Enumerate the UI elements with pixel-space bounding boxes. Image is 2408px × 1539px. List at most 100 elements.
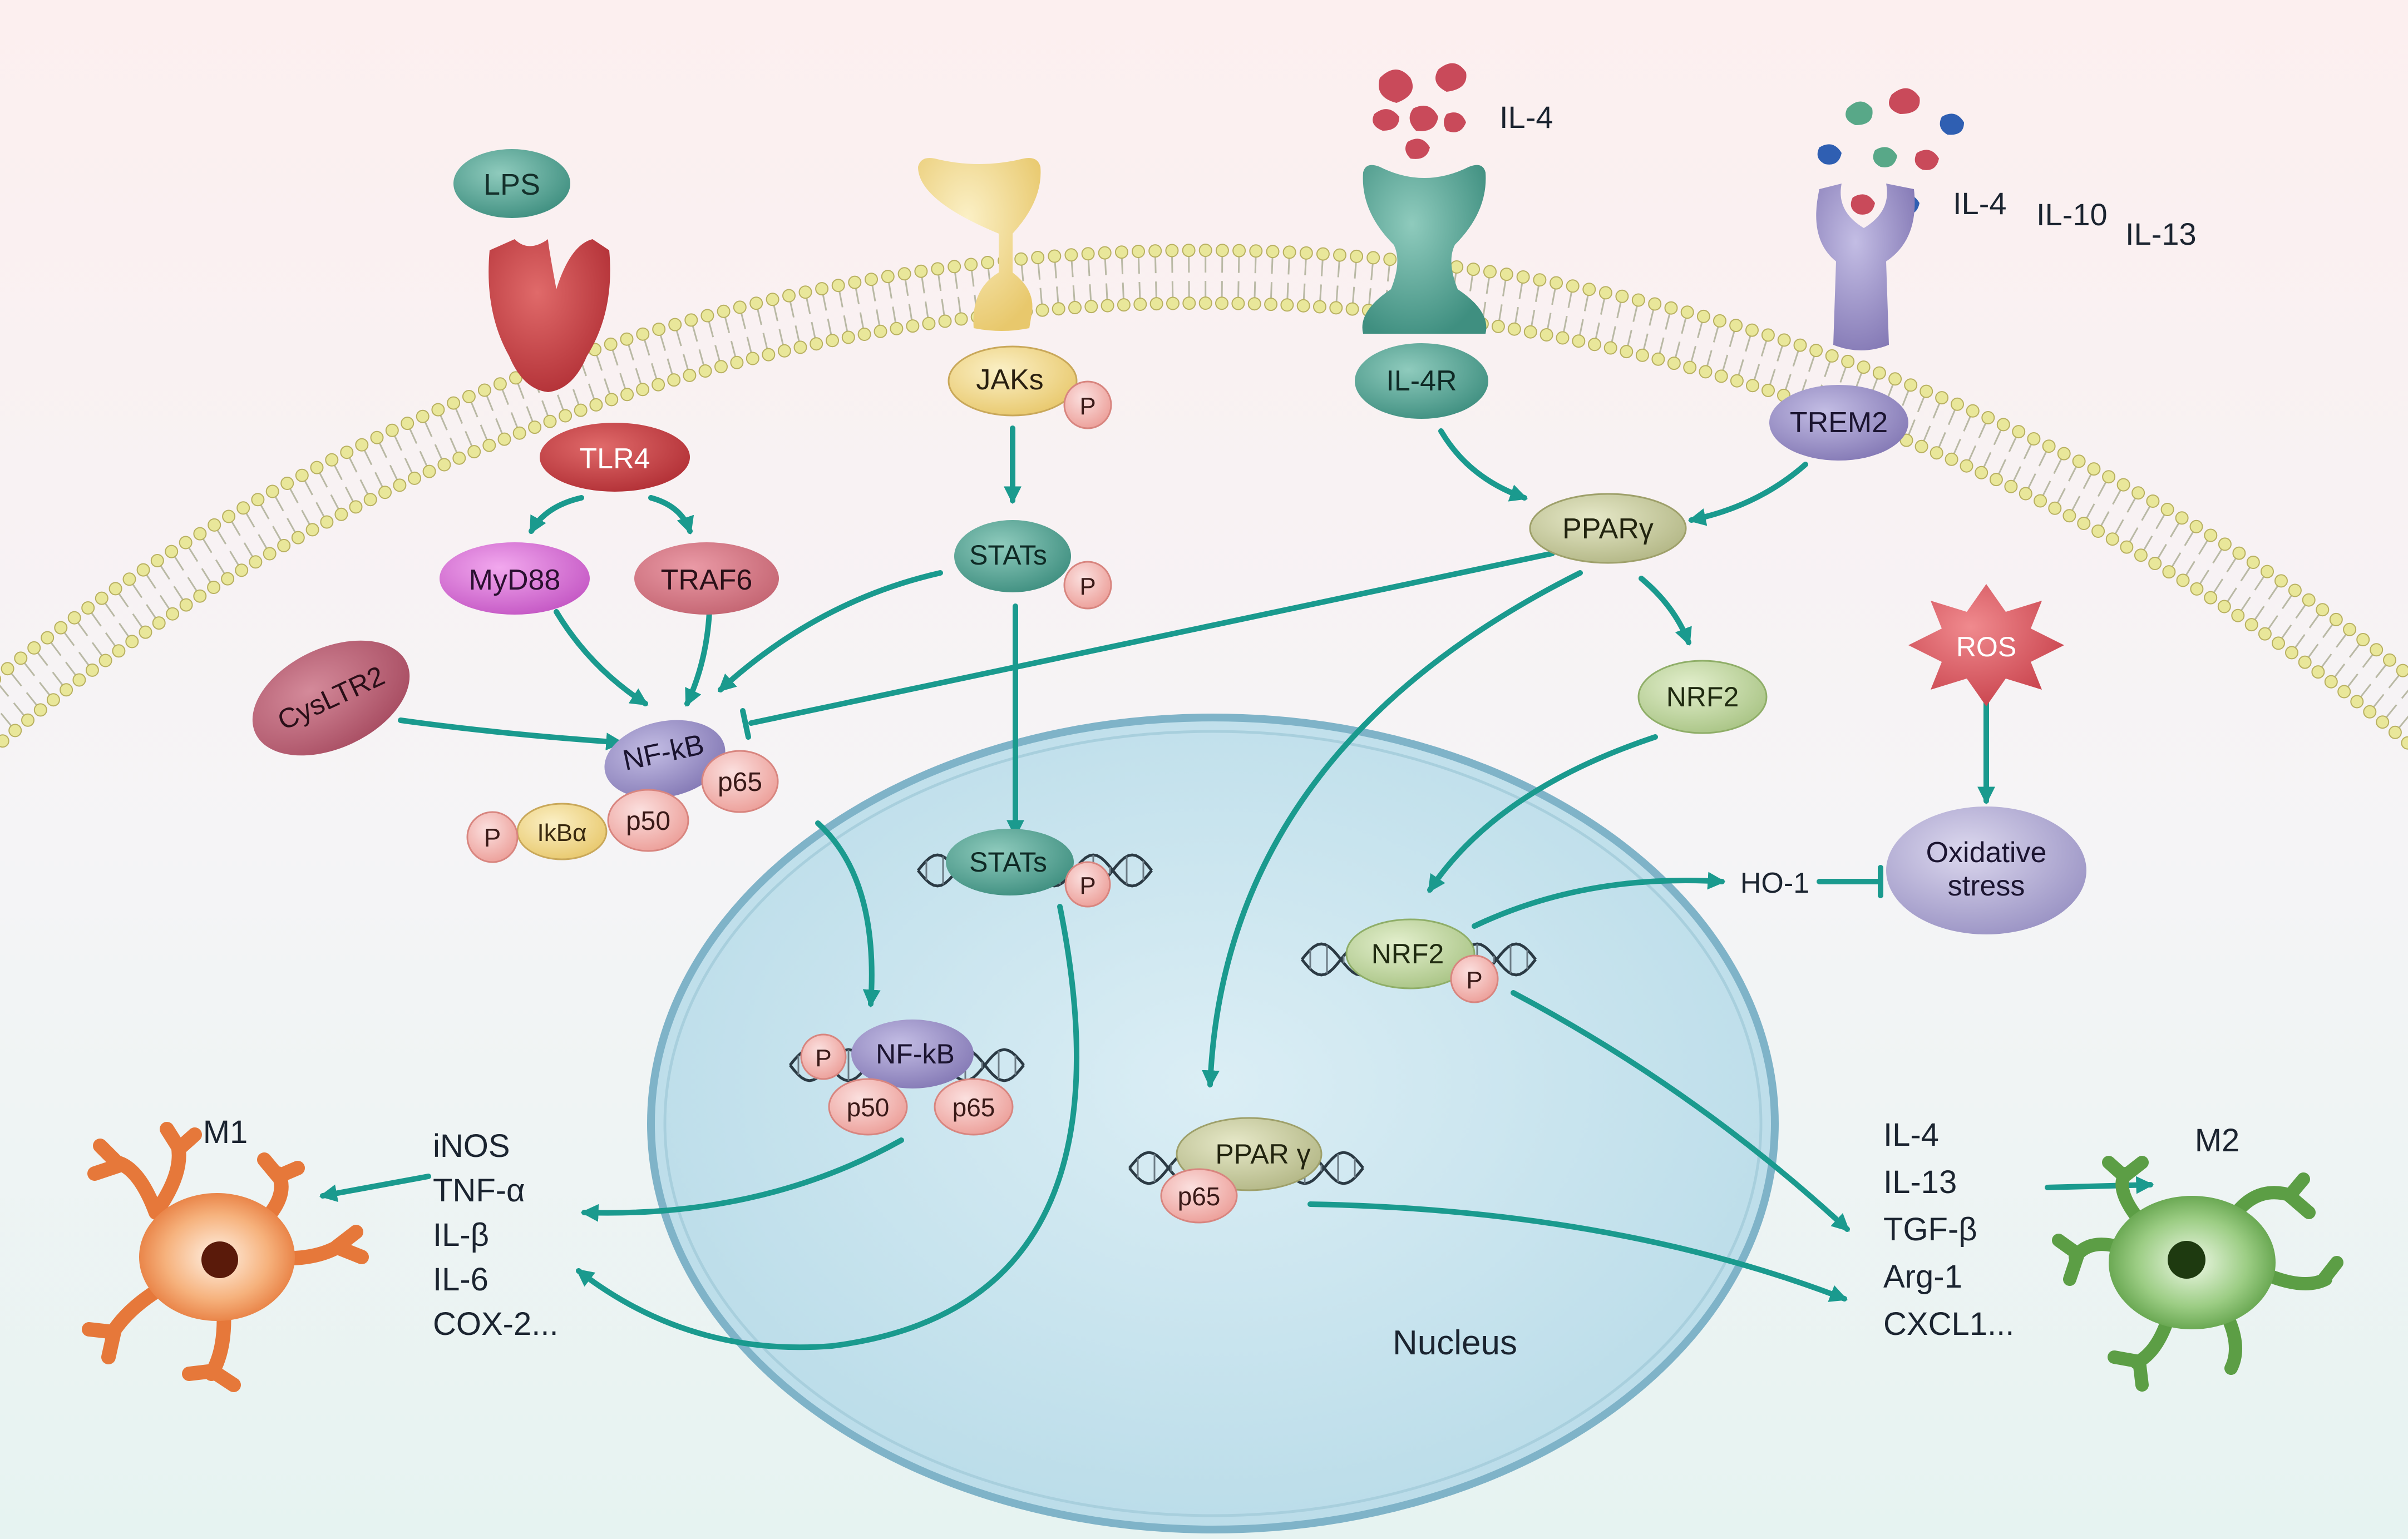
membrane-lipid-head	[2148, 557, 2162, 570]
membrane-lipid-head	[67, 611, 81, 625]
arrow-tlr4-traf6	[648, 495, 694, 535]
nuclear-ppar-label: PPAR γ	[1215, 1139, 1310, 1170]
membrane-lipid-head	[1603, 341, 1617, 355]
membrane-lipid-head	[152, 616, 166, 630]
membrane-lipid-head	[2370, 643, 2384, 657]
trem2-ligand-label: IL-13	[2125, 216, 2197, 251]
membrane-lipid-head	[1857, 360, 1871, 374]
membrane-lipid-head	[193, 527, 207, 541]
membrane-lipid-head	[320, 515, 334, 529]
arrow-cysltr2-nfkb	[398, 717, 624, 751]
membrane-lipid-head	[1615, 289, 1629, 303]
membrane-lipid-head	[749, 296, 763, 310]
membrane-lipid-head	[782, 289, 796, 303]
membrane-lipid-head	[150, 554, 164, 567]
membrane-lipid-head	[1149, 297, 1163, 311]
arrow-nrf2-ho1	[1472, 872, 1726, 929]
membrane-lipid-head	[620, 388, 634, 402]
trem2-ligand-dot	[1851, 194, 1875, 215]
cysltr2-node: CysLTR2	[252, 640, 410, 756]
il4r-node: IL-4R	[1355, 343, 1488, 419]
membrane-lipid-head	[467, 445, 481, 459]
membrane-lipid-head	[2189, 519, 2203, 533]
tlr4-node: TLR4	[540, 423, 690, 492]
membrane-lipid-head	[1182, 296, 1196, 310]
membrane-lipid-head	[1761, 328, 1775, 342]
oxidative-stress-node: Oxidative stress	[1886, 806, 2086, 934]
traf6-label: TRAF6	[661, 564, 753, 596]
il4-ligand-dot	[1373, 109, 1399, 131]
trem2-ligand-dot	[1940, 113, 1964, 135]
membrane-lipid-head	[874, 324, 887, 338]
membrane-lipid-head	[1550, 276, 1563, 290]
m1-label: M1	[203, 1114, 248, 1150]
trem2-node: TREM2	[1769, 385, 1908, 461]
m1-marker: COX-2...	[433, 1306, 559, 1342]
membrane-lipid-head	[305, 523, 319, 537]
membrane-lipid-head	[2246, 556, 2260, 569]
arrow-ppar-nucleus	[1202, 570, 1583, 1088]
membrane-lipid-head	[355, 438, 369, 452]
membrane-lipid-head	[1064, 248, 1078, 262]
tlr4-label: TLR4	[579, 443, 650, 475]
membrane-lipid-head	[2274, 574, 2288, 588]
jaks-label: JAKs	[976, 364, 1043, 396]
membrane-lipid-head	[2258, 627, 2272, 641]
membrane-lipid-head	[2072, 454, 2086, 468]
m1-markers: iNOS TNF-α IL-β IL-6 COX-2...	[433, 1128, 559, 1342]
membrane-lipid-head	[683, 368, 697, 382]
membrane-lipid-head	[2324, 675, 2338, 689]
m2-marker: TGF-β	[1883, 1211, 1977, 1248]
nuclear-p65-label: p65	[953, 1093, 995, 1122]
membrane-lipid-head	[2042, 439, 2056, 453]
membrane-lipid-head	[1683, 360, 1697, 374]
m1-marker: TNF-α	[433, 1172, 525, 1209]
membrane-lipid-head	[667, 373, 681, 387]
arrow-nrf2-m2-genes	[1511, 990, 1850, 1232]
membrane-lipid-head	[2232, 546, 2246, 560]
membrane-lipid-head	[236, 501, 250, 515]
membrane-lipid-head	[249, 555, 263, 569]
il4-ligand-dot	[1435, 63, 1467, 92]
membrane-lipid-head	[1035, 303, 1049, 317]
membrane-lipid-head	[1777, 333, 1791, 347]
membrane-lipid-head	[1920, 384, 1933, 398]
trem2-ligand-label: IL-10	[2036, 197, 2108, 232]
membrane-lipid-head	[1888, 372, 1902, 386]
membrane-lipid-head	[1345, 302, 1359, 316]
arrow-traf6-nfkb	[684, 609, 712, 707]
membrane-lipid-head	[1648, 297, 1662, 311]
membrane-lipid-head	[857, 328, 871, 341]
membrane-lipid-head	[2004, 479, 2018, 493]
membrane-lipid-head	[295, 468, 309, 482]
membrane-lipid-head	[2401, 736, 2408, 750]
membrane-lipid-head	[1588, 338, 1601, 352]
membrane-lipid-head	[1101, 299, 1114, 313]
membrane-lipid-head	[447, 396, 461, 410]
membrane-lipid-head	[1761, 383, 1775, 397]
membrane-lipid-head	[1052, 302, 1065, 316]
il4r-label: IL-4R	[1386, 365, 1457, 397]
membrane-lipid-head	[1507, 322, 1521, 336]
m2-markers: IL-4 IL-13 TGF-β Arg-1 CXCL1...	[1883, 1117, 2014, 1342]
membrane-lipid-head	[714, 360, 728, 374]
membrane-lipid-head	[1081, 247, 1095, 261]
inhibit-ppar-nfkb	[748, 551, 1555, 726]
membrane-lipid-head	[370, 430, 384, 444]
membrane-lipid-head	[1098, 246, 1112, 260]
membrane-lipid-head	[1333, 248, 1346, 262]
membrane-lipid-head	[604, 337, 618, 351]
membrane-lipid-head	[8, 724, 22, 738]
membrane-lipid-head	[1667, 357, 1681, 370]
membrane-lipid-head	[730, 355, 744, 369]
membrane-lipid-head	[509, 371, 522, 385]
il4-ligand-dot	[1405, 138, 1430, 159]
membrane-lipid-head	[1264, 298, 1278, 311]
membrane-lipid-head	[1975, 466, 1988, 479]
nuclear-nfkb-label: NF-kB	[876, 1038, 955, 1070]
membrane-lipid-head	[462, 390, 476, 403]
phospho-nuclear-stats-label: P	[1079, 872, 1096, 899]
membrane-lipid-head	[559, 409, 573, 423]
membrane-lipid-head	[1523, 325, 1537, 339]
membrane-lipid-head	[1148, 244, 1162, 258]
